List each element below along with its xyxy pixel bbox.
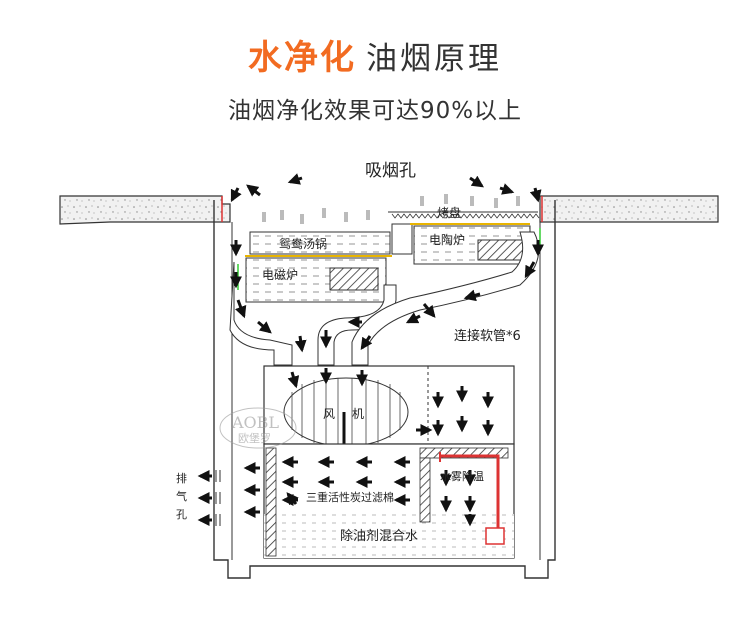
mist-pipe — [440, 454, 500, 530]
label-fan-2: 机 — [352, 407, 364, 421]
grill-ridges — [391, 213, 540, 219]
title-accent: 水净化 — [248, 38, 356, 78]
label-yuanyang-pot: 鸳鸯汤锅 — [279, 236, 327, 251]
grill-knob — [391, 223, 413, 255]
airflow-arrows — [197, 173, 544, 527]
aobl-logo: AOBL 欧堡罗 — [219, 407, 297, 449]
carbon-filter-left — [265, 447, 277, 557]
countertop-right — [539, 195, 719, 223]
logo-sub: 欧堡罗 — [238, 431, 271, 445]
yuanyang-pot — [249, 231, 391, 255]
label-induction-cooker: 电磁炉 — [262, 267, 298, 282]
carbon-filter-mid — [419, 457, 431, 523]
countertop-left — [59, 195, 231, 225]
smoke-particles — [262, 194, 520, 224]
ceramic-coil — [477, 239, 525, 261]
label-exhaust-3: 孔 — [176, 508, 187, 521]
water-pump — [485, 527, 505, 545]
logo-text: AOBL — [231, 413, 279, 432]
label-carbon-filter: 三重活性炭过滤棉 — [306, 490, 394, 504]
hose-right — [351, 231, 540, 366]
label-exhaust-1: 排 — [176, 471, 187, 485]
exhaust-slits — [215, 470, 221, 526]
label-grill-pan: 烤盘 — [437, 205, 461, 220]
label-ceramic-stove: 电陶炉 — [429, 232, 465, 247]
title: 水净化油烟原理 — [0, 30, 750, 79]
subtitle: 油烟净化效果可达90%以上 — [227, 98, 523, 124]
label-mixed-water: 除油剂混合水 — [340, 529, 418, 544]
carbon-filter-top — [419, 447, 509, 459]
label-mist-cooling: 水雾降温 — [440, 469, 484, 483]
label-fan-1: 风 — [323, 407, 335, 421]
induction-coil — [329, 267, 379, 291]
hose-left — [229, 261, 293, 366]
label-exhaust-2: 气 — [176, 489, 187, 503]
cabinet-outline — [213, 200, 556, 579]
label-hose: 连接软管*6 — [454, 328, 521, 344]
label-suction-hole: 吸烟孔 — [365, 161, 416, 181]
title-main: 油烟原理 — [366, 41, 502, 77]
